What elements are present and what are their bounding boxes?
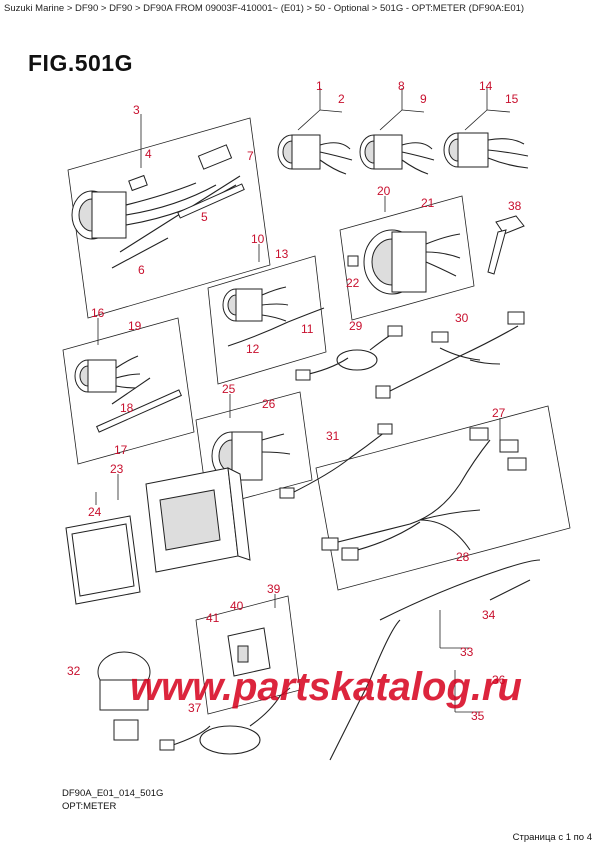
callout-21: 21 [421, 196, 435, 210]
switch-40 [227, 627, 271, 677]
display-unit-23 [145, 467, 251, 573]
callout-4: 4 [145, 147, 152, 161]
callout-3: 3 [133, 103, 140, 117]
harness-27 [321, 427, 527, 561]
harness-31 [279, 423, 393, 499]
callout-20: 20 [377, 184, 391, 198]
gauge-25 [211, 431, 291, 481]
callout-14: 14 [479, 79, 493, 93]
callout-19: 19 [128, 319, 142, 333]
callout-30: 30 [455, 311, 469, 325]
cable-long [329, 559, 541, 761]
group-box-10 [207, 255, 327, 385]
callout-24: 24 [88, 505, 102, 519]
gauge-1 [277, 134, 353, 175]
callout-36: 36 [492, 673, 506, 687]
figure-code: DF90A_E01_014_501G [62, 788, 164, 799]
gauge-3 [71, 144, 245, 269]
callout-40: 40 [230, 599, 244, 613]
callout-38: 38 [508, 199, 522, 213]
harness-30 [375, 311, 525, 399]
callout-labels: 1 2 3 4 5 6 7 8 9 10 11 12 13 14 15 16 1… [67, 79, 522, 723]
gauge-10 [222, 286, 325, 347]
callout-9: 9 [420, 92, 427, 106]
callout-39: 39 [267, 582, 281, 596]
figure-name: OPT:METER [62, 801, 117, 812]
group-box-39 [195, 595, 301, 715]
callout-26: 26 [262, 397, 276, 411]
breadcrumb[interactable]: Suzuki Marine > DF90 > DF90 > DF90A FROM… [4, 3, 525, 14]
callout-28: 28 [456, 550, 470, 564]
callout-23: 23 [110, 462, 124, 476]
gauge-8 [359, 134, 435, 175]
group-box-3 [67, 117, 271, 319]
leader-lines [95, 88, 511, 713]
callout-35: 35 [471, 709, 485, 723]
callout-5: 5 [201, 210, 208, 224]
callout-22: 22 [346, 276, 360, 290]
callout-34: 34 [482, 608, 496, 622]
callout-10: 10 [251, 232, 265, 246]
callout-2: 2 [338, 92, 345, 106]
callout-18: 18 [120, 401, 134, 415]
part-32 [97, 651, 151, 741]
cable-37 [159, 687, 291, 755]
figure-title: FIG.501G [28, 50, 133, 76]
callout-31: 31 [326, 429, 340, 443]
group-box-16 [62, 317, 195, 465]
gauge-14 [443, 132, 529, 169]
harness-29 [295, 325, 403, 381]
callout-6: 6 [138, 263, 145, 277]
callout-29: 29 [349, 319, 363, 333]
callout-1: 1 [316, 79, 323, 93]
gauge-20 [347, 229, 461, 295]
gauge-16 [74, 355, 182, 433]
callout-33: 33 [460, 645, 474, 659]
callout-12: 12 [246, 342, 260, 356]
callout-15: 15 [505, 92, 519, 106]
group-box-27 [315, 405, 571, 591]
group-box-20 [339, 195, 475, 321]
display-cover-24 [65, 515, 141, 605]
page-indicator: Страница с 1 по 4 [512, 832, 592, 843]
callout-13: 13 [275, 247, 289, 261]
callout-32: 32 [67, 664, 81, 678]
callout-27: 27 [492, 406, 506, 420]
callout-7: 7 [247, 149, 254, 163]
callout-8: 8 [398, 79, 405, 93]
callout-16: 16 [91, 306, 105, 320]
part-38 [487, 215, 525, 275]
callout-25: 25 [222, 382, 236, 396]
callout-37: 37 [188, 701, 202, 715]
callout-41: 41 [206, 611, 220, 625]
callout-17: 17 [114, 443, 128, 457]
watermark: www.partskatalog.ru [130, 665, 522, 709]
callout-11: 11 [301, 322, 314, 336]
